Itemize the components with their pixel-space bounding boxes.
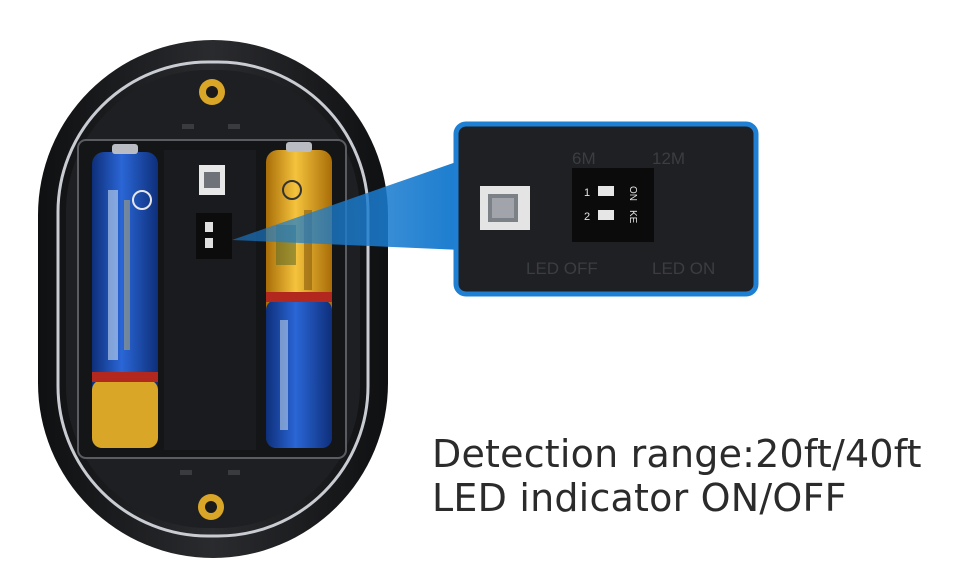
zoom-callout-panel (453, 121, 759, 297)
led-off-label: LED OFF (526, 259, 598, 278)
feature-caption: Detection range:20ft/40ft LED indicator … (432, 432, 922, 520)
range-6m-label: 6M (572, 149, 596, 168)
range-dip-switch (572, 168, 654, 242)
callout-beam (232, 160, 462, 250)
switch-2-label: 2 (584, 211, 590, 223)
detection-range-text: Detection range:20ft/40ft (432, 432, 922, 476)
led-slide-switch (480, 186, 530, 230)
device-slide-switch (199, 165, 225, 195)
aa-battery-blue (92, 144, 158, 448)
device-dip-switch (196, 213, 232, 259)
screw-icon (198, 494, 224, 520)
switch-on-label: ON (627, 186, 638, 201)
aa-battery-gold (266, 142, 332, 448)
led-indicator-text: LED indicator ON/OFF (432, 476, 847, 520)
switch-brand-label: KE (627, 210, 638, 224)
led-on-label: LED ON (652, 259, 715, 278)
range-12m-label: 12M (652, 149, 685, 168)
switch-1-label: 1 (584, 187, 590, 199)
screw-icon (199, 79, 225, 105)
